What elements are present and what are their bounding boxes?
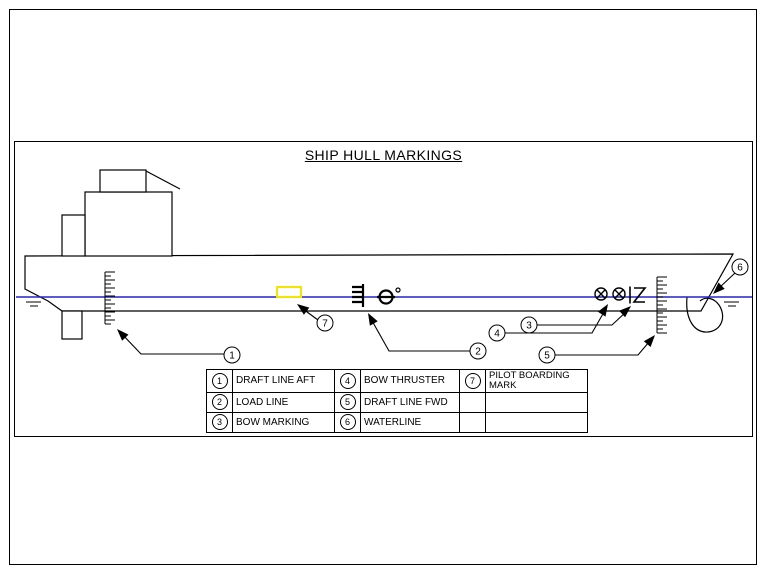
legend-label-waterline: WATERLINE — [360, 411, 460, 433]
callout-number-7: 7 — [322, 319, 328, 330]
legend-table: 1 DRAFT LINE AFT 4 BOW THRUSTER 7 PILOT … — [206, 369, 588, 433]
callout-number-1: 1 — [229, 351, 235, 362]
load-line-comb — [352, 284, 365, 307]
legend-num-cell: 7 — [459, 369, 486, 393]
legend-label-load-line: LOAD LINE — [232, 391, 335, 413]
legend-empty-cell — [485, 411, 588, 433]
legend-badge-6: 6 — [339, 414, 356, 431]
thruster-circle-2 — [612, 287, 626, 301]
thruster-cross-1 — [596, 289, 606, 299]
arrowhead-5 — [643, 335, 655, 347]
legend-num-cell: 1 — [206, 369, 233, 393]
legend-label-draft-line-aft: DRAFT LINE AFT — [232, 369, 335, 393]
legend-label-draft-line-fwd: DRAFT LINE FWD — [360, 391, 460, 413]
mast-line — [145, 170, 181, 190]
callout-number-5: 5 — [544, 351, 550, 362]
legend-badge-2: 2 — [211, 394, 228, 411]
bridge-top-block — [99, 169, 147, 193]
leader-5 — [555, 341, 650, 356]
bow-marking-symbol — [629, 286, 647, 304]
legend-num-cell: 6 — [334, 411, 361, 433]
leader-1 — [120, 332, 224, 355]
callout-leaders — [120, 272, 736, 356]
legend-label-pilot-boarding-mark: PILOT BOARDING MARK — [485, 369, 588, 393]
callout-arrowheads — [117, 282, 725, 347]
water-surface-marks — [26, 301, 739, 307]
callout-number-6: 6 — [737, 263, 743, 274]
arrowhead-4 — [597, 304, 608, 317]
callout-number-4: 4 — [494, 329, 500, 340]
legend-badge-1: 1 — [211, 372, 228, 389]
legend-badge-4: 4 — [339, 372, 356, 389]
load-line-small-circle — [395, 287, 401, 293]
draft-marks-fwd — [656, 276, 667, 334]
arrowhead-3 — [619, 306, 631, 318]
bulbous-bow-outline — [686, 296, 724, 333]
legend-badge-7: 7 — [464, 372, 481, 389]
pilot-boarding-mark — [276, 286, 302, 298]
aft-deckhouse — [61, 214, 86, 257]
leader-3 — [537, 310, 628, 326]
legend-row-2: 2 LOAD LINE 5 DRAFT LINE FWD — [206, 391, 588, 413]
rudder-skeg — [61, 310, 83, 340]
callout-circle-6 — [731, 258, 749, 276]
draft-marks-aft — [104, 271, 115, 325]
legend-label-bow-thruster: BOW THRUSTER — [360, 369, 460, 393]
hull-outline — [24, 253, 735, 312]
legend-empty-cell — [485, 391, 588, 413]
thruster-cross-2 — [614, 289, 624, 299]
legend-num-cell: 3 — [206, 411, 233, 433]
water-mark-right — [724, 301, 739, 307]
callout-circle-1 — [223, 346, 241, 364]
callout-numbers: 1 2 3 4 5 6 7 — [229, 263, 743, 362]
callout-circle-7 — [316, 314, 334, 332]
legend-badge-5: 5 — [339, 394, 356, 411]
callout-circle-5 — [538, 346, 556, 364]
legend-badge-3: 3 — [211, 414, 228, 431]
arrowhead-6 — [713, 282, 725, 294]
water-mark-left — [26, 301, 41, 307]
legend-num-cell: 2 — [206, 391, 233, 413]
arrowhead-7 — [297, 304, 310, 315]
legend-num-cell: 5 — [334, 391, 361, 413]
arrowhead-1 — [117, 329, 129, 341]
callout-number-3: 3 — [526, 321, 532, 332]
thruster-circle-1 — [594, 287, 608, 301]
diagram-title: SHIP HULL MARKINGS — [304, 147, 463, 163]
legend-empty-cell — [459, 391, 486, 413]
leader-4 — [505, 311, 605, 334]
legend-num-cell: 4 — [334, 369, 361, 393]
bow-thruster-symbol — [594, 287, 626, 301]
legend-row-3: 3 BOW MARKING 6 WATERLINE — [206, 411, 588, 433]
callout-circle-3 — [520, 316, 538, 334]
arrowhead-2 — [368, 313, 378, 326]
callout-number-2: 2 — [475, 347, 481, 358]
superstructure-block — [84, 191, 173, 257]
legend-row-1: 1 DRAFT LINE AFT 4 BOW THRUSTER 7 PILOT … — [206, 369, 588, 393]
legend-empty-cell — [459, 411, 486, 433]
outer-border — [9, 9, 757, 565]
leader-2 — [370, 318, 470, 352]
callout-circle-2 — [469, 342, 487, 360]
callout-circle-4 — [488, 324, 506, 342]
callout-badges — [223, 258, 749, 364]
load-line-symbol — [352, 284, 401, 307]
leader-6 — [718, 272, 736, 289]
legend-label-bow-marking: BOW MARKING — [232, 411, 335, 433]
